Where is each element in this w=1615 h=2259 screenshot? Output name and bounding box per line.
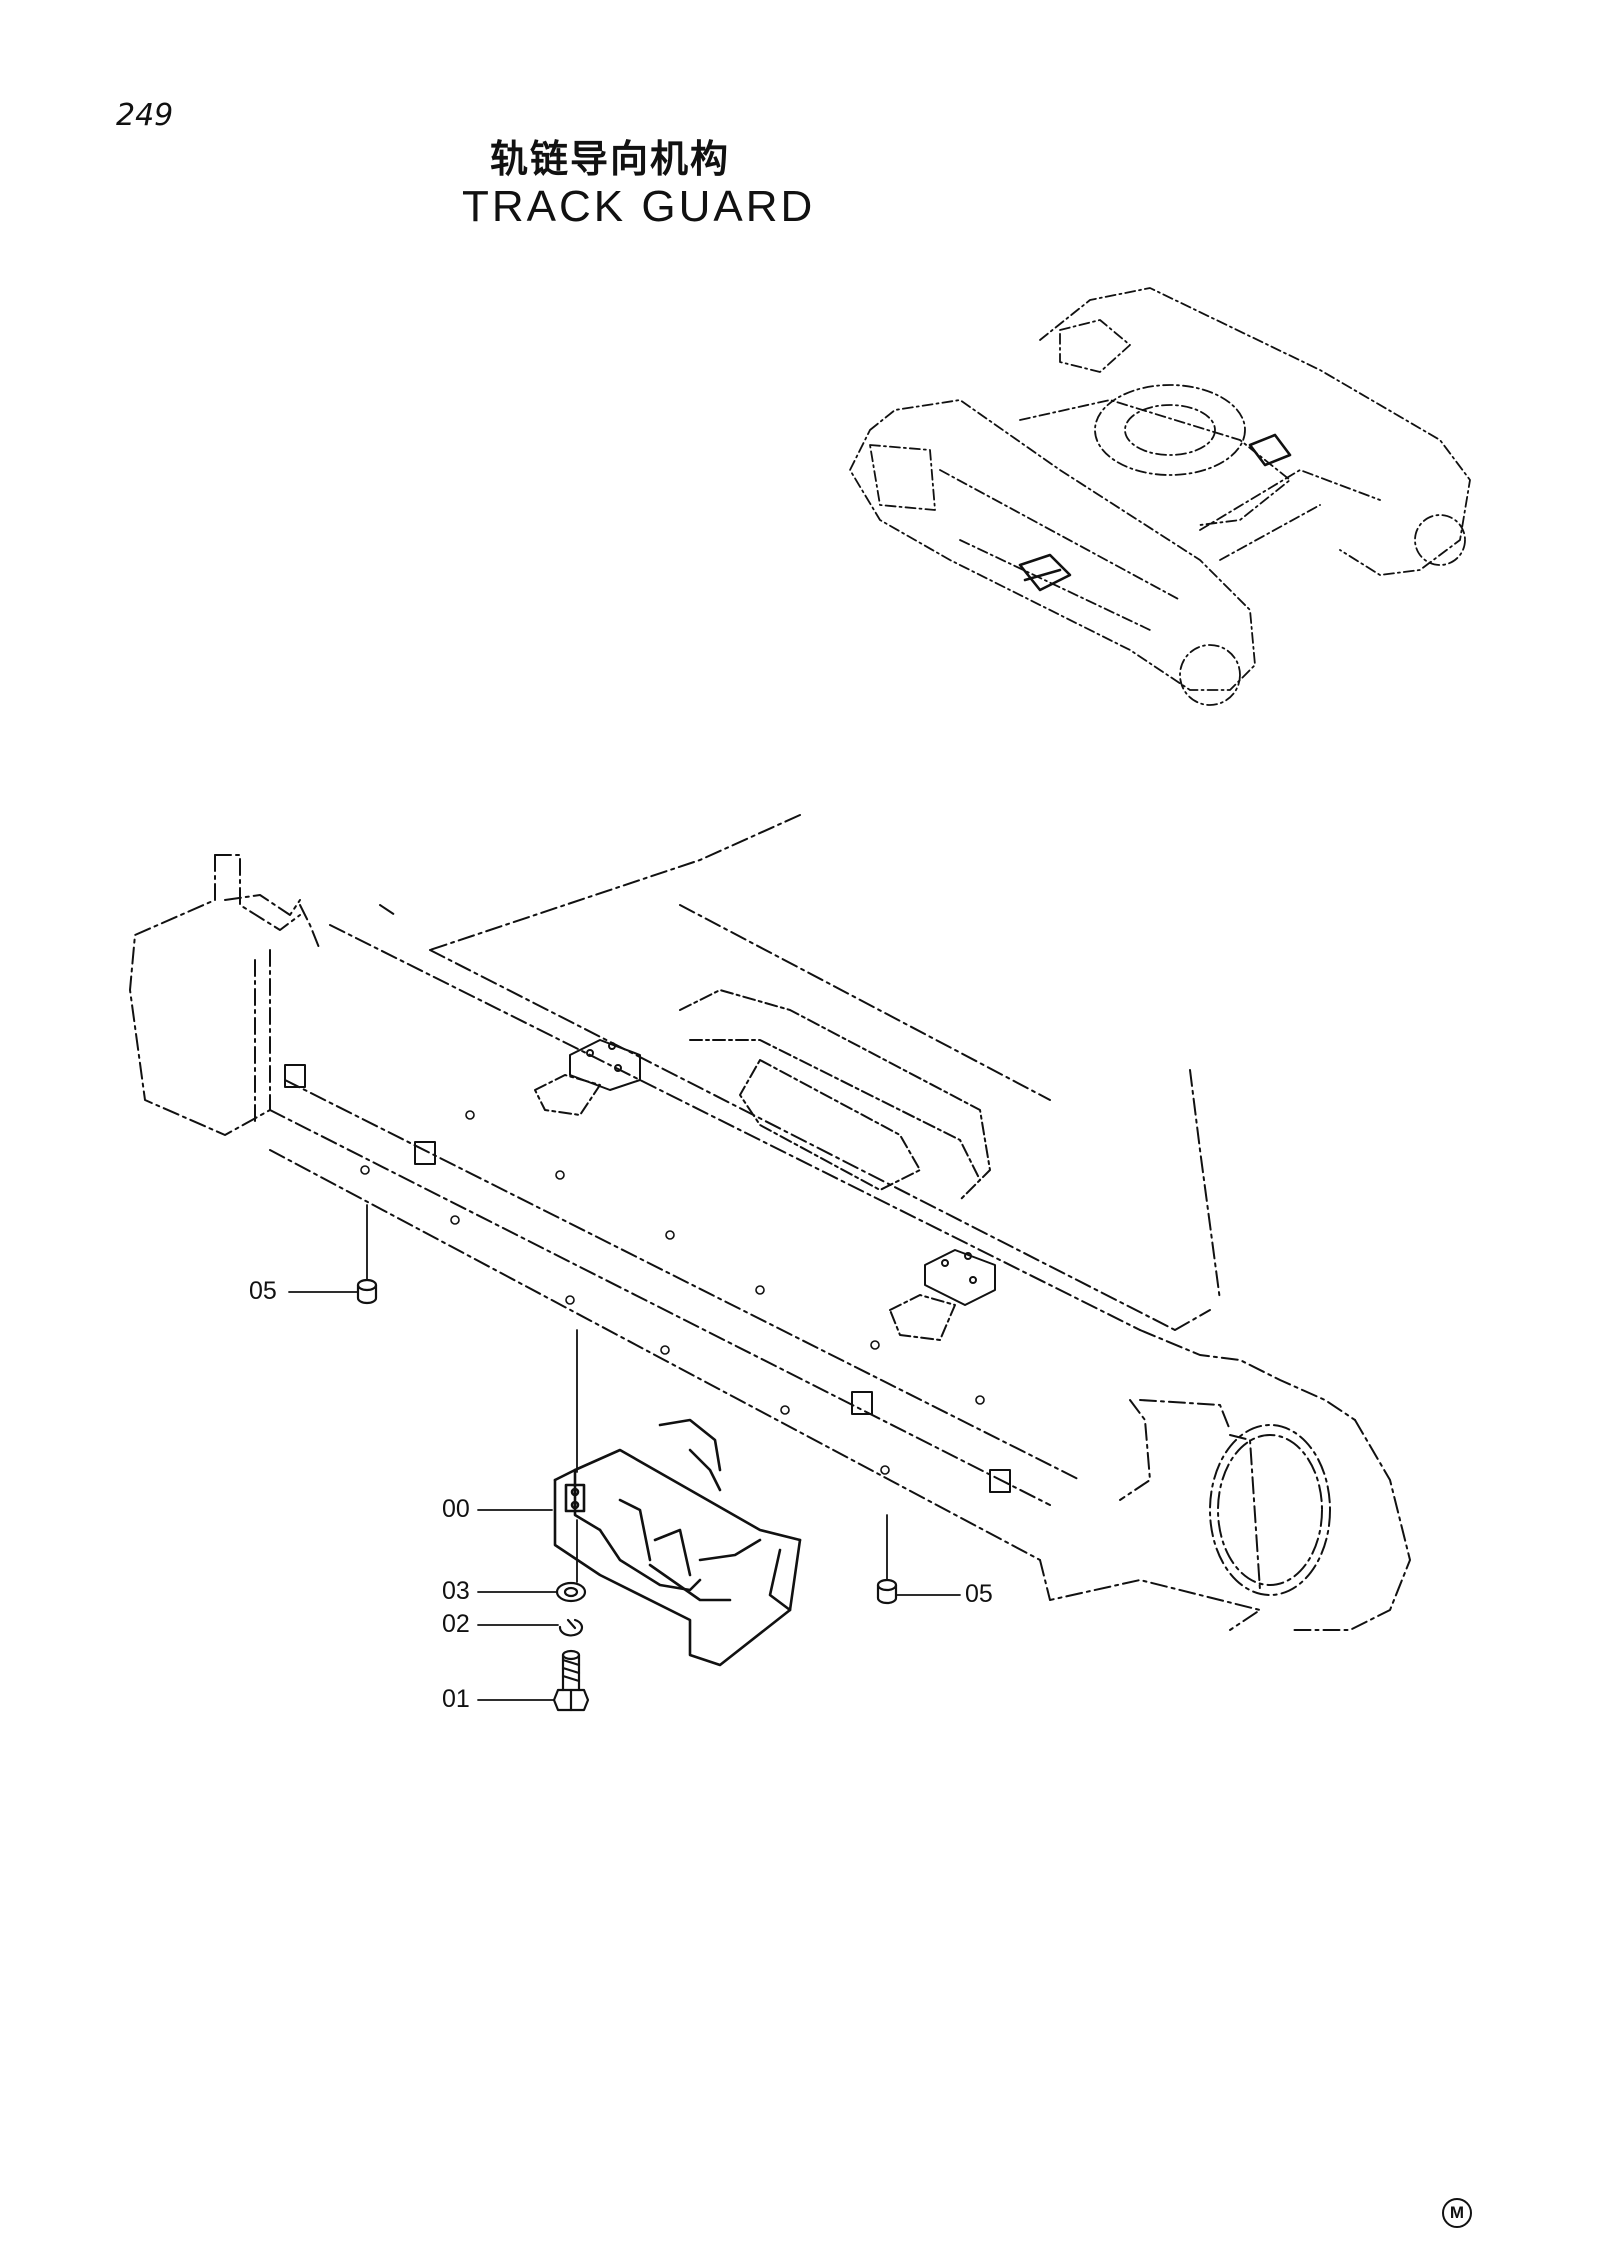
track-guard-part bbox=[553, 1418, 802, 1667]
washer-03 bbox=[555, 1581, 587, 1603]
title-chinese: 轨链导向机构 bbox=[490, 137, 731, 181]
leader-lines bbox=[288, 1204, 961, 1701]
frame-side-beam bbox=[129, 854, 1411, 1631]
manufacturer-mark: M bbox=[1442, 2198, 1472, 2228]
callout-00: 00 bbox=[442, 1495, 470, 1523]
frame-openings bbox=[534, 989, 991, 1341]
bushing-05-right bbox=[876, 1578, 898, 1605]
callout-05-right: 05 bbox=[965, 1580, 993, 1608]
callout-03: 03 bbox=[442, 1577, 470, 1605]
callout-01: 01 bbox=[442, 1685, 470, 1713]
undercarriage-overview bbox=[849, 287, 1471, 706]
callout-05-left: 05 bbox=[249, 1277, 277, 1305]
bolt-01 bbox=[552, 1649, 590, 1712]
title-english: TRACK GUARD bbox=[462, 182, 816, 231]
track-frame bbox=[429, 814, 1221, 1331]
lock-washer-02 bbox=[558, 1618, 584, 1637]
frame-holes bbox=[360, 1110, 985, 1475]
bushing-05-left bbox=[356, 1278, 378, 1305]
callout-02: 02 bbox=[442, 1610, 470, 1638]
overview-guard-highlight bbox=[1018, 433, 1292, 592]
page-number: 249 bbox=[116, 98, 174, 133]
frame-bolt-pads bbox=[284, 1039, 1011, 1493]
